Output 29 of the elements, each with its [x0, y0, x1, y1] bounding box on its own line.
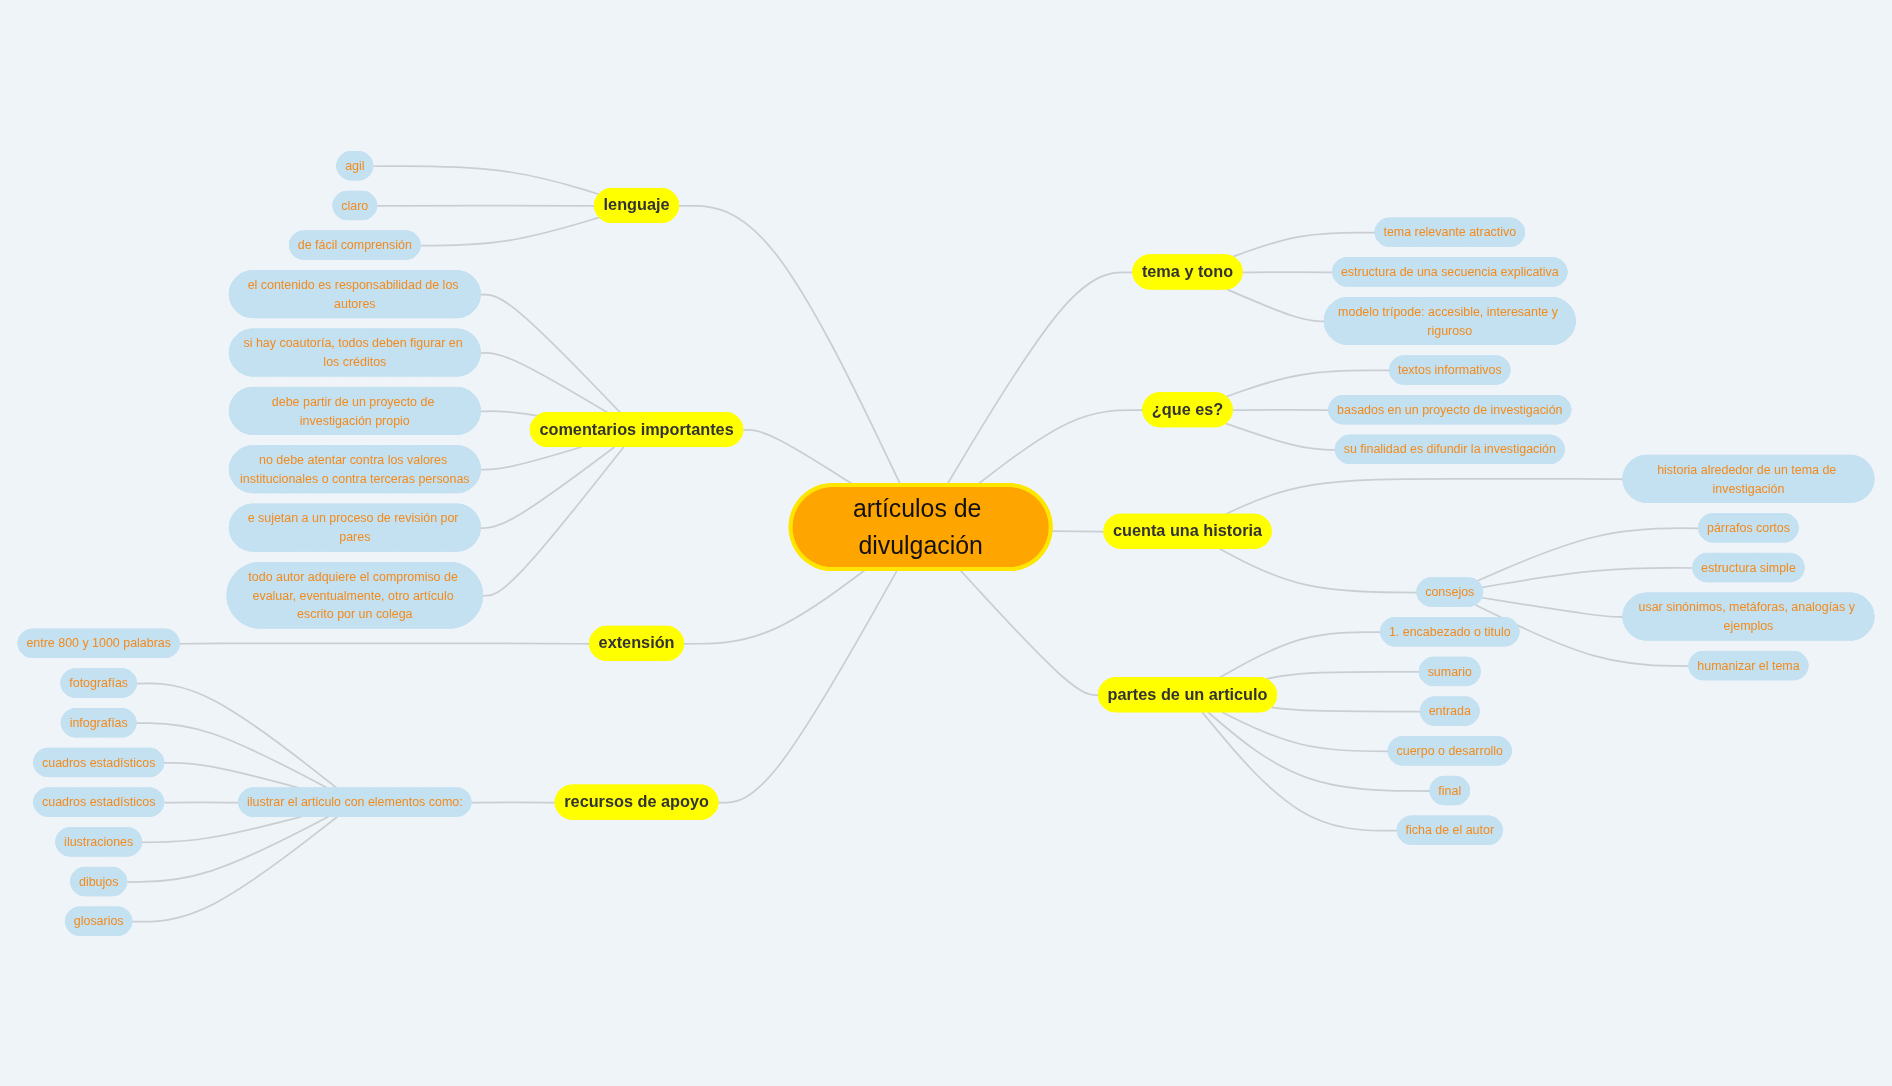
- connector: [376, 204, 596, 207]
- connector: [683, 568, 867, 645]
- connector: [479, 445, 616, 529]
- connector: [131, 815, 339, 923]
- connector: [470, 800, 557, 803]
- connector: [141, 815, 303, 843]
- connector: [1226, 288, 1326, 322]
- connector: [958, 568, 1100, 696]
- connector: [479, 293, 622, 414]
- connector: [1481, 596, 1625, 618]
- connector: [136, 682, 339, 789]
- connector: [1207, 710, 1432, 792]
- connector: [1221, 710, 1390, 752]
- connector: [717, 568, 899, 803]
- connector: [479, 445, 583, 471]
- connector: [419, 216, 601, 246]
- connector: [1241, 270, 1334, 273]
- connector: [1218, 547, 1419, 593]
- connector: [163, 800, 241, 803]
- connector: [1225, 422, 1337, 451]
- connector: [178, 642, 591, 645]
- connector: [1476, 526, 1700, 582]
- connector: [1474, 603, 1691, 667]
- connector: [1201, 710, 1399, 832]
- connector: [1225, 369, 1391, 398]
- connector: [1271, 706, 1422, 712]
- connector: [482, 445, 625, 597]
- connector: [1264, 670, 1421, 680]
- connector: [126, 815, 330, 883]
